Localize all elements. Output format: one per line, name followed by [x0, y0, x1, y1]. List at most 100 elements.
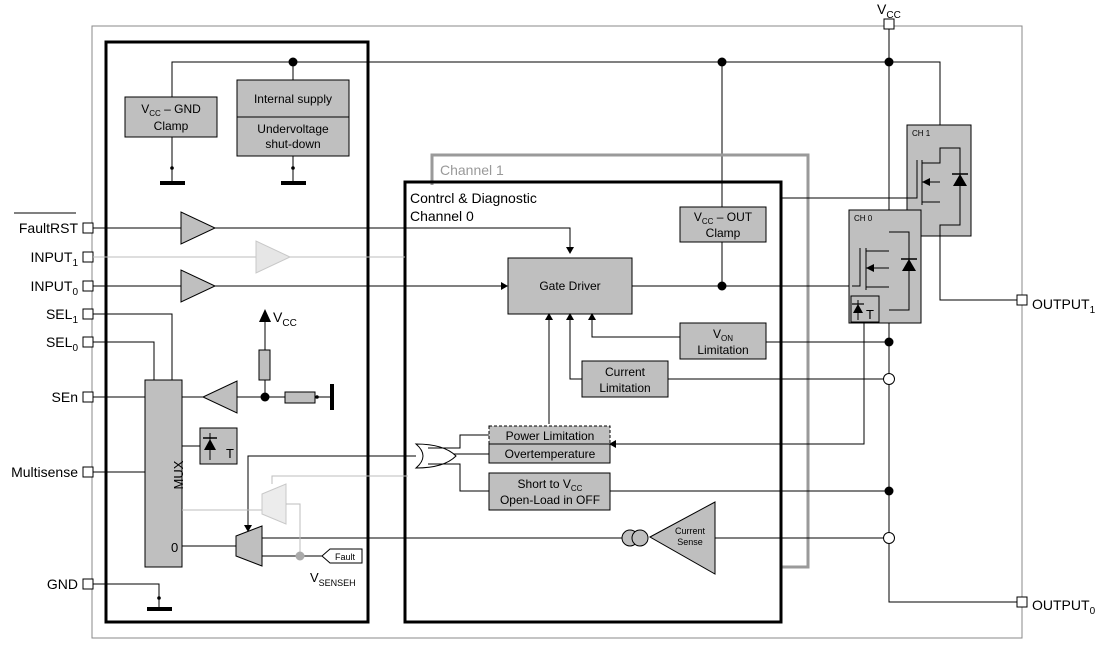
- control-frame-title: Contrcl & Diagnostic: [410, 190, 537, 206]
- sen-buffer: [201, 380, 238, 414]
- diode-icon: [853, 304, 863, 313]
- ch0-label: CH 0: [854, 214, 873, 223]
- vcc-gnd-clamp-block: [124, 96, 218, 138]
- channel1-frame: [430, 153, 810, 569]
- pin-label: SEL0: [46, 334, 78, 354]
- ch0-gate: [852, 248, 861, 287]
- ch0-sense-amp: [235, 525, 263, 567]
- vcc-out-clamp-line2: Clamp: [706, 226, 741, 240]
- arrowhead: [566, 247, 574, 254]
- pin-box: [82, 578, 94, 590]
- internal-supply-label: Internal supply: [254, 92, 332, 106]
- input0-buffer: [180, 269, 217, 303]
- pin-label: SEn: [52, 389, 78, 405]
- pin-label: SEL1: [46, 306, 78, 326]
- pin-box: [1016, 596, 1028, 608]
- sel0-wire: [93, 341, 155, 380]
- arrowhead: [588, 313, 596, 320]
- pin-box: [82, 336, 94, 348]
- pin-label: OUTPUT0: [1032, 597, 1096, 617]
- pin-label: INPUT1: [30, 249, 78, 269]
- pin-sel0: SEL0: [46, 334, 94, 354]
- junction-dot: [884, 57, 894, 67]
- power-limitation-label: Power Limitation: [506, 429, 595, 443]
- internal-supply-block: [236, 79, 350, 157]
- vcc-arrow-icon: [259, 309, 271, 322]
- ch1-amp-fault-wire: [271, 475, 408, 484]
- overtemperature-label: Overtemperature: [505, 447, 596, 461]
- junction-dot: [295, 551, 305, 561]
- ch0-temp-sensor: [850, 295, 880, 323]
- vcc-rail-horizontal: [171, 61, 941, 125]
- open-node: [883, 532, 895, 544]
- faultrst-to-gate: [215, 227, 571, 249]
- short-to-vcc-block: [488, 472, 611, 511]
- mux-label: MUX: [171, 460, 186, 489]
- control-diagnostic-frame: [403, 180, 783, 624]
- pin-gnd: GND: [47, 576, 94, 592]
- arrowhead: [566, 313, 574, 320]
- arrowhead: [501, 282, 508, 290]
- mux-block: [144, 379, 183, 568]
- current-limitation-line1: Current: [605, 365, 646, 379]
- power-limitation-block: [488, 425, 611, 445]
- wire-node: [170, 166, 174, 170]
- von-limitation-block: [679, 322, 767, 360]
- pin-faultrst: FaultRST: [14, 212, 94, 236]
- short-to-vcc-line2: Open-Load in OFF: [500, 493, 600, 507]
- current-sense-line2: Sense: [677, 537, 703, 547]
- vcc-out-clamp-block: [679, 206, 767, 243]
- temp-symbol: T: [226, 446, 234, 461]
- or-gate: [414, 443, 457, 469]
- undervoltage-line1: Undervoltage: [257, 122, 329, 136]
- mosfet-arrow-icon: [922, 178, 930, 186]
- gnd-wire: [93, 583, 160, 608]
- control-frame-subtitle: Channel 0: [410, 208, 474, 224]
- undervoltage-line2: shut-down: [265, 137, 320, 151]
- ch1-drain-source: [922, 147, 1018, 301]
- sense-coil-icon: [631, 529, 649, 547]
- or-output-wire: [247, 455, 416, 527]
- current-limitation-line2: Limitation: [599, 381, 650, 395]
- pin-label: Multisense: [11, 464, 78, 480]
- faultrst-buffer: [180, 211, 217, 245]
- pullup-resistor: [258, 349, 271, 381]
- wire-node: [315, 395, 319, 399]
- ch0-temp-symbol: T: [866, 307, 874, 322]
- vsenseh-label: VSENSEH: [310, 570, 356, 588]
- pin-input1: INPUT1: [30, 249, 94, 269]
- junction-dot: [717, 57, 727, 67]
- vcc-out-clamp-line1: VCC – OUT: [694, 210, 753, 226]
- pin-output1: OUTPUT1: [1016, 294, 1096, 316]
- pin-box: [82, 222, 94, 234]
- logic-frame: [104, 40, 370, 624]
- pin-box: [82, 251, 94, 263]
- pin-input0: INPUT0: [30, 278, 94, 298]
- pin-box: [82, 280, 94, 292]
- pin-box: [1016, 294, 1028, 306]
- channel1-label: Channel 1: [440, 162, 504, 178]
- ch1-sense-amp: [261, 483, 287, 525]
- pin-label: FaultRST: [19, 220, 79, 236]
- vcc-gnd-clamp-line1: VCC – GND: [141, 102, 201, 118]
- pin-label: GND: [47, 576, 78, 592]
- von-limitation-line1: VON: [713, 327, 733, 343]
- curlim-to-gate: [569, 318, 582, 380]
- wire-node: [157, 596, 161, 600]
- current-sense-line1: Current: [675, 526, 706, 536]
- sel1-wire: [93, 313, 173, 380]
- temp-sense-wire: [614, 309, 865, 445]
- fault-tag: [321, 548, 363, 564]
- ch1-amp-output: [286, 503, 301, 556]
- vcc-gnd-clamp-line2: Clamp: [154, 119, 189, 133]
- device-outline: [91, 25, 1023, 639]
- input1-buffer: [255, 240, 292, 274]
- junction-dot: [884, 486, 894, 496]
- ch1-gate: [900, 160, 918, 199]
- gate-driver-block: [507, 257, 633, 315]
- or-input-power: [428, 434, 489, 449]
- temp-sensor-block: [199, 427, 238, 465]
- gate-driver-label: Gate Driver: [539, 279, 600, 293]
- pin-sel1: SEL1: [46, 306, 94, 326]
- short-to-vcc-line1: Short to VCC: [518, 477, 583, 493]
